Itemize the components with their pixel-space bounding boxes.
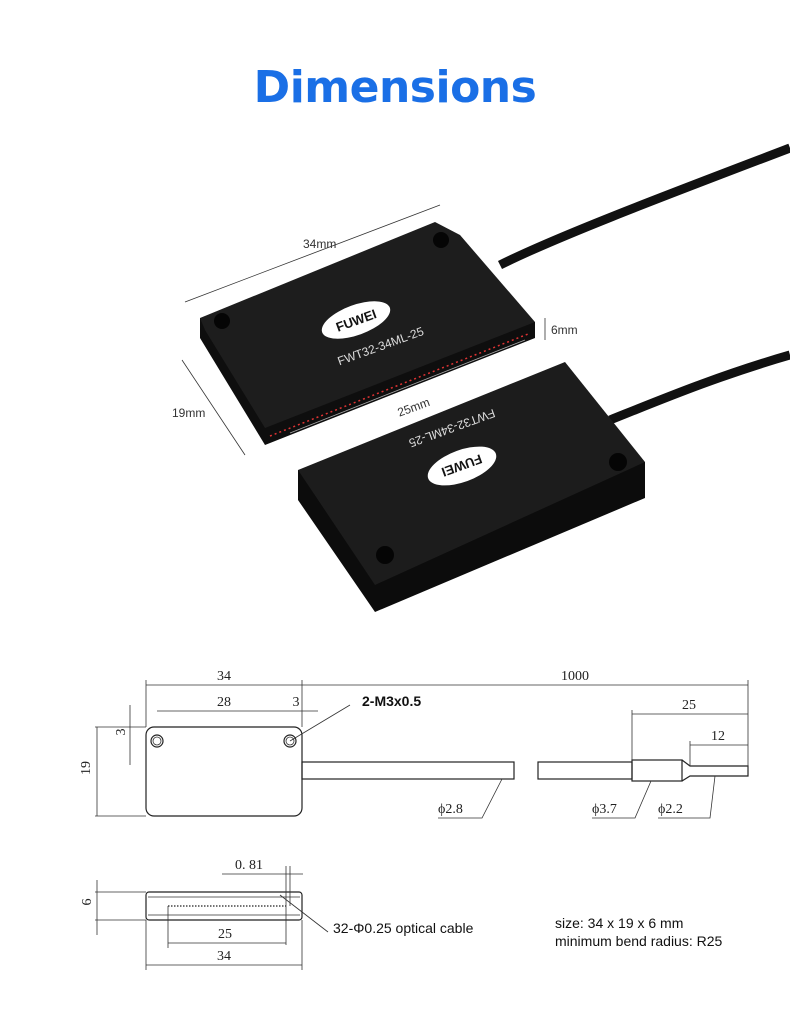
photo-sensing-label: 25mm [396,395,432,420]
side-view-drawing: 6 0. 81 25 34 32-Φ0.25 optical cable [80,858,474,970]
dim-tip-length: 25 [682,698,696,713]
cable-top [497,143,790,270]
cable-bottom [608,350,790,425]
spec-bend-radius: minimum bend radius: R25 [555,933,723,949]
dim-side-height: 6 [80,899,95,906]
dim-offset: 0. 81 [235,858,263,873]
dim-tip-thin-length: 12 [711,729,725,744]
top-view-drawing: 34 1000 28 3 3 19 25 12 2-M3x0.5 ϕ2.8 ϕ3… [79,669,749,819]
dim-hole-spacing: 28 [217,695,231,710]
sleeve-diameter-label: ϕ3.7 [592,802,617,817]
tip-diameter-label: ϕ2.2 [658,802,683,817]
thread-label: 2-M3x0.5 [362,693,421,709]
dim-hole-offset-y: 3 [114,729,129,736]
spec-size: size: 34 x 19 x 6 mm [555,915,683,931]
fiber-label: 32-Φ0.25 optical cable [333,920,474,936]
dim-side-length: 34 [217,949,231,964]
dim-hole-offset-x: 3 [293,695,300,710]
cable-diameter-label: ϕ2.8 [438,802,463,817]
photo-height-label: 6mm [551,323,578,337]
dim-cable-length: 1000 [561,669,589,684]
page-title: Dimensions [253,62,537,113]
photo-width-label: 19mm [172,406,205,420]
dim-length: 34 [217,669,231,684]
dim-width: 19 [79,761,94,775]
product-photo: FUWEI FWT32-34ML-25 FUWEI FWT32-34ML-25 … [172,143,790,612]
dim-fiber-span: 25 [218,927,232,942]
photo-length-label: 34mm [303,237,336,251]
